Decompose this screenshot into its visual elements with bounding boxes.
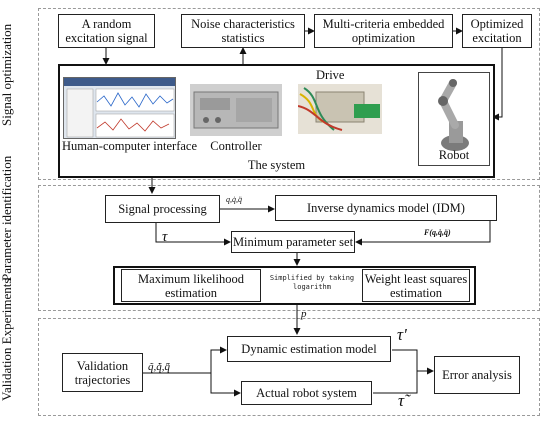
controller-label: Controller — [210, 139, 262, 153]
section-parameter-identification-frame — [38, 185, 540, 311]
tau-label: τ — [162, 229, 168, 245]
noise-statistics-box: Noise characteristics statistics — [181, 14, 305, 48]
section-signal-optimization-frame — [38, 8, 540, 180]
maximum-likelihood-box: Maximum likelihood estimation — [121, 269, 261, 302]
p-label: p — [301, 308, 307, 320]
q-tilde-label: q̃,q̃̇,q̃̈ — [148, 361, 170, 373]
q-derivatives-label: q,q̇,q̈ — [226, 195, 242, 204]
section-validation-frame — [38, 318, 540, 416]
signal-processing-box: Signal processing — [105, 195, 220, 223]
tau-prime-label: τ' — [397, 325, 407, 344]
multi-criteria-optimization-box: Multi-criteria embedded optimization — [314, 14, 453, 48]
minimum-parameter-set-box: Minimum parameter set — [231, 231, 355, 253]
idm-box: Inverse dynamics model (IDM) — [275, 195, 497, 221]
controller-photo — [190, 84, 282, 136]
tau-tilde-label: τ̃ — [398, 391, 405, 410]
F-function-label: F(q,q̇,q̈) — [424, 228, 451, 237]
robot-label: Robot — [438, 148, 470, 162]
drive-photo — [298, 84, 382, 134]
optimized-excitation-box: Optimized excitation — [462, 14, 532, 48]
weight-least-squares-box: Weight least squares estimation — [362, 269, 470, 302]
simplified-by-logarithm-label: Simplified by taking logarithm — [269, 274, 355, 291]
random-excitation-box: A random excitation signal — [58, 14, 155, 48]
actual-robot-system-box: Actual robot system — [241, 381, 372, 405]
hci-photo — [63, 77, 176, 139]
drive-text: Drive — [316, 68, 345, 82]
robot-photo — [418, 72, 490, 166]
hci-label: Human-computer interface — [62, 139, 198, 153]
error-analysis-box: Error analysis — [434, 356, 520, 394]
dynamic-estimation-model-box: Dynamic estimation model — [227, 336, 391, 362]
validation-trajectories-box: Validation trajectories — [62, 353, 143, 392]
